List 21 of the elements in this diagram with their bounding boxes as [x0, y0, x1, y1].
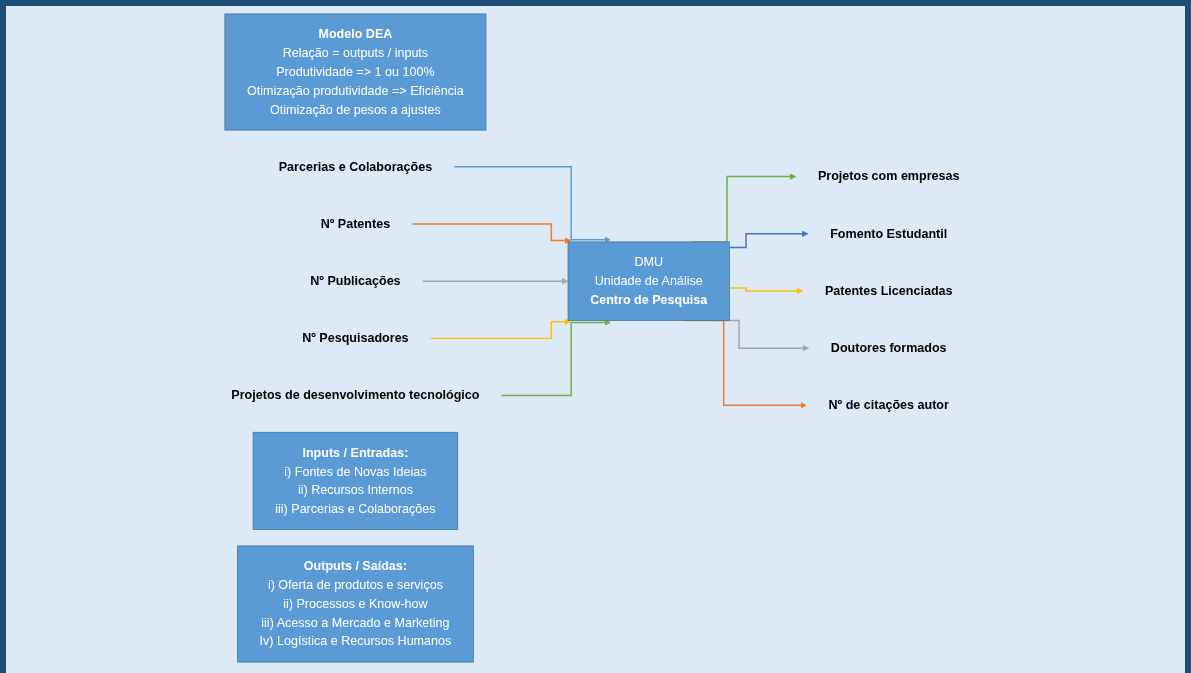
arrow [728, 286, 804, 294]
node-box: Outputs / Saídas: i) Oferta de produtos e serviços ii) Processos e Know-how iii) Acesso a Mercado e Marketing Iv) Logística e Recursos Humanos [237, 545, 474, 662]
node-text: Nº de citações autor [828, 397, 949, 412]
node-text: Doutores formados [830, 340, 947, 355]
node-text: Patentes Licenciadas [825, 283, 953, 298]
node-text: Nº Publicações [310, 273, 401, 288]
node-text: Parcerias e Colaborações [278, 159, 433, 174]
arrow [500, 318, 611, 396]
node-box: Inputs / Entradas: i) Fontes de Novas Ideias ii) Recursos Internos iii) Parcerias e Colaborações [252, 431, 459, 530]
arrow [411, 222, 572, 244]
node-box: DMU Unidade de Análise Centro de Pesquisa [567, 241, 730, 321]
node-text: Projetos com empresas [818, 168, 960, 183]
arrow [422, 277, 569, 284]
node-text: Nº Pesquisadores [302, 330, 409, 345]
arrow [430, 318, 572, 339]
arrow [453, 165, 611, 243]
node-box: Modelo DEA Relação = outputs / inputs Produtividade => 1 ou 100% Otimização produtividade => Eficiência Otimização de pesos a ajustes [224, 13, 487, 130]
arrow [728, 230, 809, 248]
node-text: Nº Patentes [320, 216, 391, 231]
node-text: Fomento Estudantil [830, 226, 948, 241]
node-text: Projetos de desenvolvimento tecnológico [231, 387, 480, 402]
